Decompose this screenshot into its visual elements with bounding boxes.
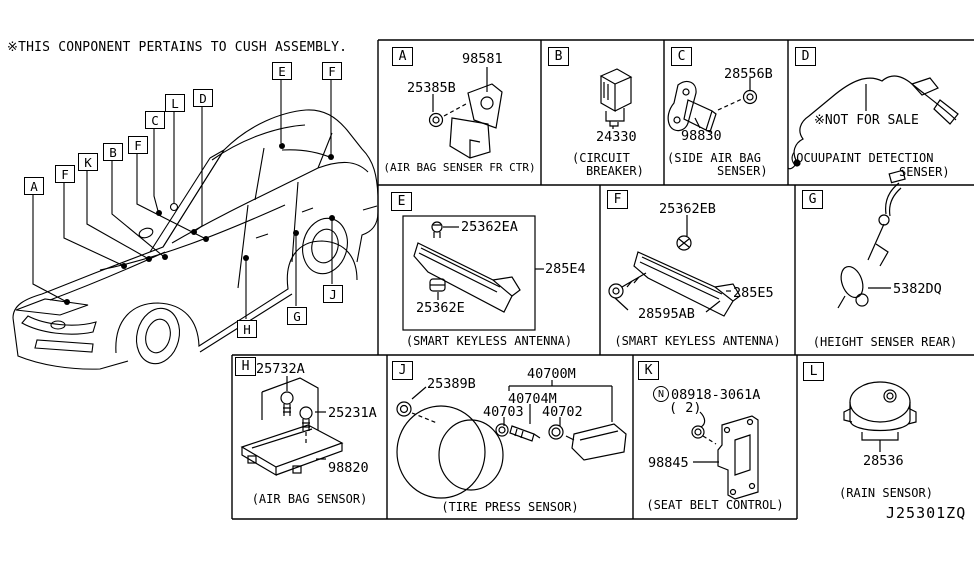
section-j-letter: J xyxy=(392,361,413,380)
section-l-letter: L xyxy=(803,362,824,381)
part-number-285e5[interactable]: 285E5 xyxy=(733,285,774,301)
section-f-letter: F xyxy=(607,190,628,209)
part-number-98830[interactable]: 98830 xyxy=(681,128,722,144)
part-number-5382dq[interactable]: 5382DQ xyxy=(893,281,942,297)
section-d-caption-1: (OCUUPAINT DETECTION xyxy=(789,151,934,165)
part-number-98820[interactable]: 98820 xyxy=(328,460,369,476)
section-d-caption-2: SENSER) xyxy=(899,165,950,179)
sensor-location-dots xyxy=(64,143,335,305)
part-quantity: ( 2) xyxy=(669,400,702,416)
part-number-28556b[interactable]: 28556B xyxy=(724,66,773,82)
section-k-caption: (SEAT BELT CONTROL) xyxy=(646,498,784,512)
air-bag-sensor-fr-art xyxy=(428,67,503,159)
section-b-caption-2: BREAKER) xyxy=(586,164,644,178)
car-callout-g: G xyxy=(287,307,307,325)
not-for-sale-note: ※NOT FOR SALE xyxy=(814,113,919,128)
section-b-letter: B xyxy=(548,47,569,66)
section-b-caption-1: (CIRCUIT xyxy=(572,151,630,165)
section-h-caption: (AIR BAG SENSOR) xyxy=(251,492,368,506)
car-callout-h: H xyxy=(237,320,257,338)
part-number-40703[interactable]: 40703 xyxy=(483,404,524,420)
circuit-breaker-art xyxy=(599,68,633,129)
section-g-letter: G xyxy=(802,190,823,209)
height-sensor-art xyxy=(837,169,906,309)
car-callout-a: A xyxy=(24,177,44,195)
circled-n-prefix: N xyxy=(653,386,669,402)
section-c-letter: C xyxy=(671,47,692,66)
tire-press-sensor-art xyxy=(396,380,627,499)
car-callout-l: L xyxy=(165,94,185,112)
air-bag-sensor-h-art xyxy=(240,376,344,477)
part-number-25362e[interactable]: 25362E xyxy=(416,300,465,316)
part-number-40702[interactable]: 40702 xyxy=(542,404,583,420)
section-l-caption: (RAIN SENSOR) xyxy=(839,486,933,500)
part-number-25362eb[interactable]: 25362EB xyxy=(659,201,716,217)
section-a-letter: A xyxy=(392,47,413,66)
car-callout-e: E xyxy=(272,62,292,80)
car-callout-k: K xyxy=(78,153,98,171)
cush-assembly-note: ※THIS CONPONENT PERTAINS TO CUSH ASSEMBL… xyxy=(7,40,348,55)
car-callout-f-2: F xyxy=(128,136,148,154)
part-number-285e4[interactable]: 285E4 xyxy=(545,261,586,277)
section-f-caption: (SMART KEYLESS ANTENNA) xyxy=(614,334,781,348)
side-air-bag-sensor-art xyxy=(667,78,758,133)
smart-keyless-antenna-f-art xyxy=(608,215,741,317)
smart-keyless-antenna-e-art xyxy=(413,221,544,313)
section-e-letter: E xyxy=(391,192,412,211)
seat-belt-control-art xyxy=(691,411,759,500)
part-number-25385b[interactable]: 25385B xyxy=(407,80,456,96)
part-number-25362ea[interactable]: 25362EA xyxy=(461,219,518,235)
occupant-detection-sensor-art xyxy=(787,75,959,170)
section-c-caption-2: SENSER) xyxy=(717,164,768,178)
part-number-24330[interactable]: 24330 xyxy=(596,129,637,145)
section-j-caption: (TIRE PRESS SENSOR) xyxy=(441,500,579,514)
part-number-25231a[interactable]: 25231A xyxy=(328,405,377,421)
car-callout-d: D xyxy=(193,89,213,107)
part-number-28536[interactable]: 28536 xyxy=(863,453,904,469)
car-callout-f-1: F xyxy=(55,165,75,183)
part-number-08918-3061a[interactable]: 08918-3061A xyxy=(671,387,761,403)
car-callout-b: B xyxy=(103,143,123,161)
section-g-caption: (HEIGHT SENSER REAR) xyxy=(812,335,958,349)
section-e-caption: (SMART KEYLESS ANTENNA) xyxy=(405,334,573,348)
car-callout-c: C xyxy=(145,111,165,129)
section-a-caption: (AIR BAG SENSER FR CTR) xyxy=(383,161,536,174)
car-callout-f-3: F xyxy=(322,62,342,80)
section-k-letter: K xyxy=(638,361,659,380)
part-number-28595ab[interactable]: 28595AB xyxy=(638,306,695,322)
section-c-caption-1: (SIDE AIR BAG xyxy=(667,151,761,165)
part-number-98845[interactable]: 98845 xyxy=(648,455,689,471)
part-number-25732a[interactable]: 25732A xyxy=(256,361,305,377)
section-d-letter: D xyxy=(795,47,816,66)
part-number-25389b[interactable]: 25389B xyxy=(427,376,476,392)
part-number-40704m[interactable]: 40704M xyxy=(508,391,557,407)
rain-sensor-art xyxy=(843,381,917,452)
diagram-code: J25301ZQ xyxy=(886,504,967,522)
car-callout-j: J xyxy=(323,285,343,303)
part-number-40700m[interactable]: 40700M xyxy=(527,366,576,382)
callout-leader-lines xyxy=(32,80,333,319)
section-h-letter: H xyxy=(235,357,256,376)
part-number-98581[interactable]: 98581 xyxy=(462,51,503,67)
